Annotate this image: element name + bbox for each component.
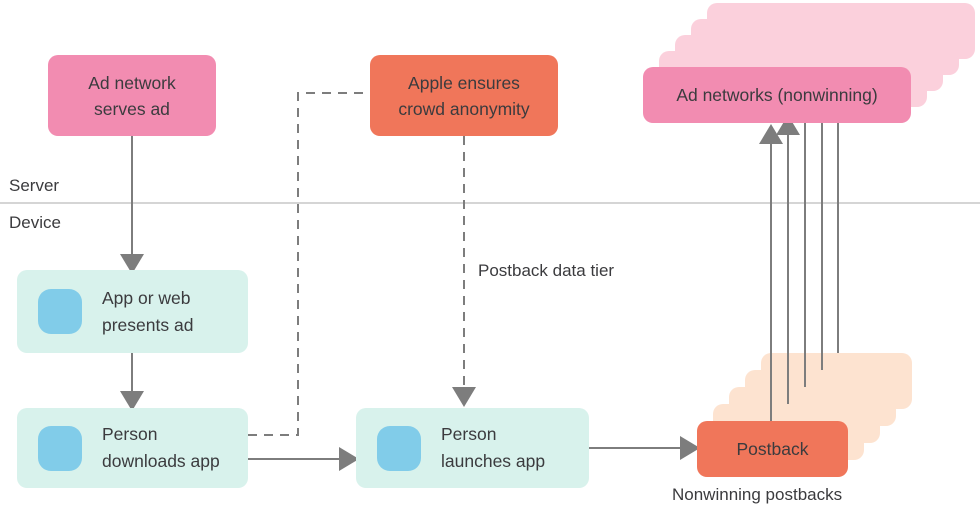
server-tier-label: Server <box>9 176 60 195</box>
node-label: Postback <box>736 439 809 459</box>
node-label: Ad network serves ad <box>88 72 176 119</box>
node-app-or-web-presents-ad: App or web presents ad <box>17 270 248 353</box>
node-postback: Postback <box>697 421 848 477</box>
app-icon <box>38 425 82 471</box>
postback-data-tier-label: Postback data tier <box>478 261 615 280</box>
nonwinning-postbacks-label: Nonwinning postbacks <box>672 485 843 504</box>
app-icon <box>377 425 421 471</box>
node-label: Person launches app <box>441 424 546 471</box>
dashed-downloads-to-apple <box>248 92 368 436</box>
app-icon <box>38 289 82 334</box>
node-apple-ensures-crowd-anonymity: Apple ensures crowd anonymity <box>370 55 558 136</box>
node-ad-networks-nonwinning: Ad networks (nonwinning) <box>643 67 911 123</box>
node-person-downloads-app: Person downloads app <box>17 408 248 488</box>
node-person-launches-app: Person launches app <box>356 408 589 488</box>
node-label: Ad networks (nonwinning) <box>676 85 878 105</box>
node-label: Person downloads app <box>102 424 220 471</box>
node-label: Apple ensures crowd anonymity <box>398 72 530 119</box>
device-tier-label: Device <box>9 213 61 232</box>
node-ad-network-serves-ad: Ad network serves ad <box>48 55 216 136</box>
node-label: App or web presents ad <box>102 287 194 335</box>
